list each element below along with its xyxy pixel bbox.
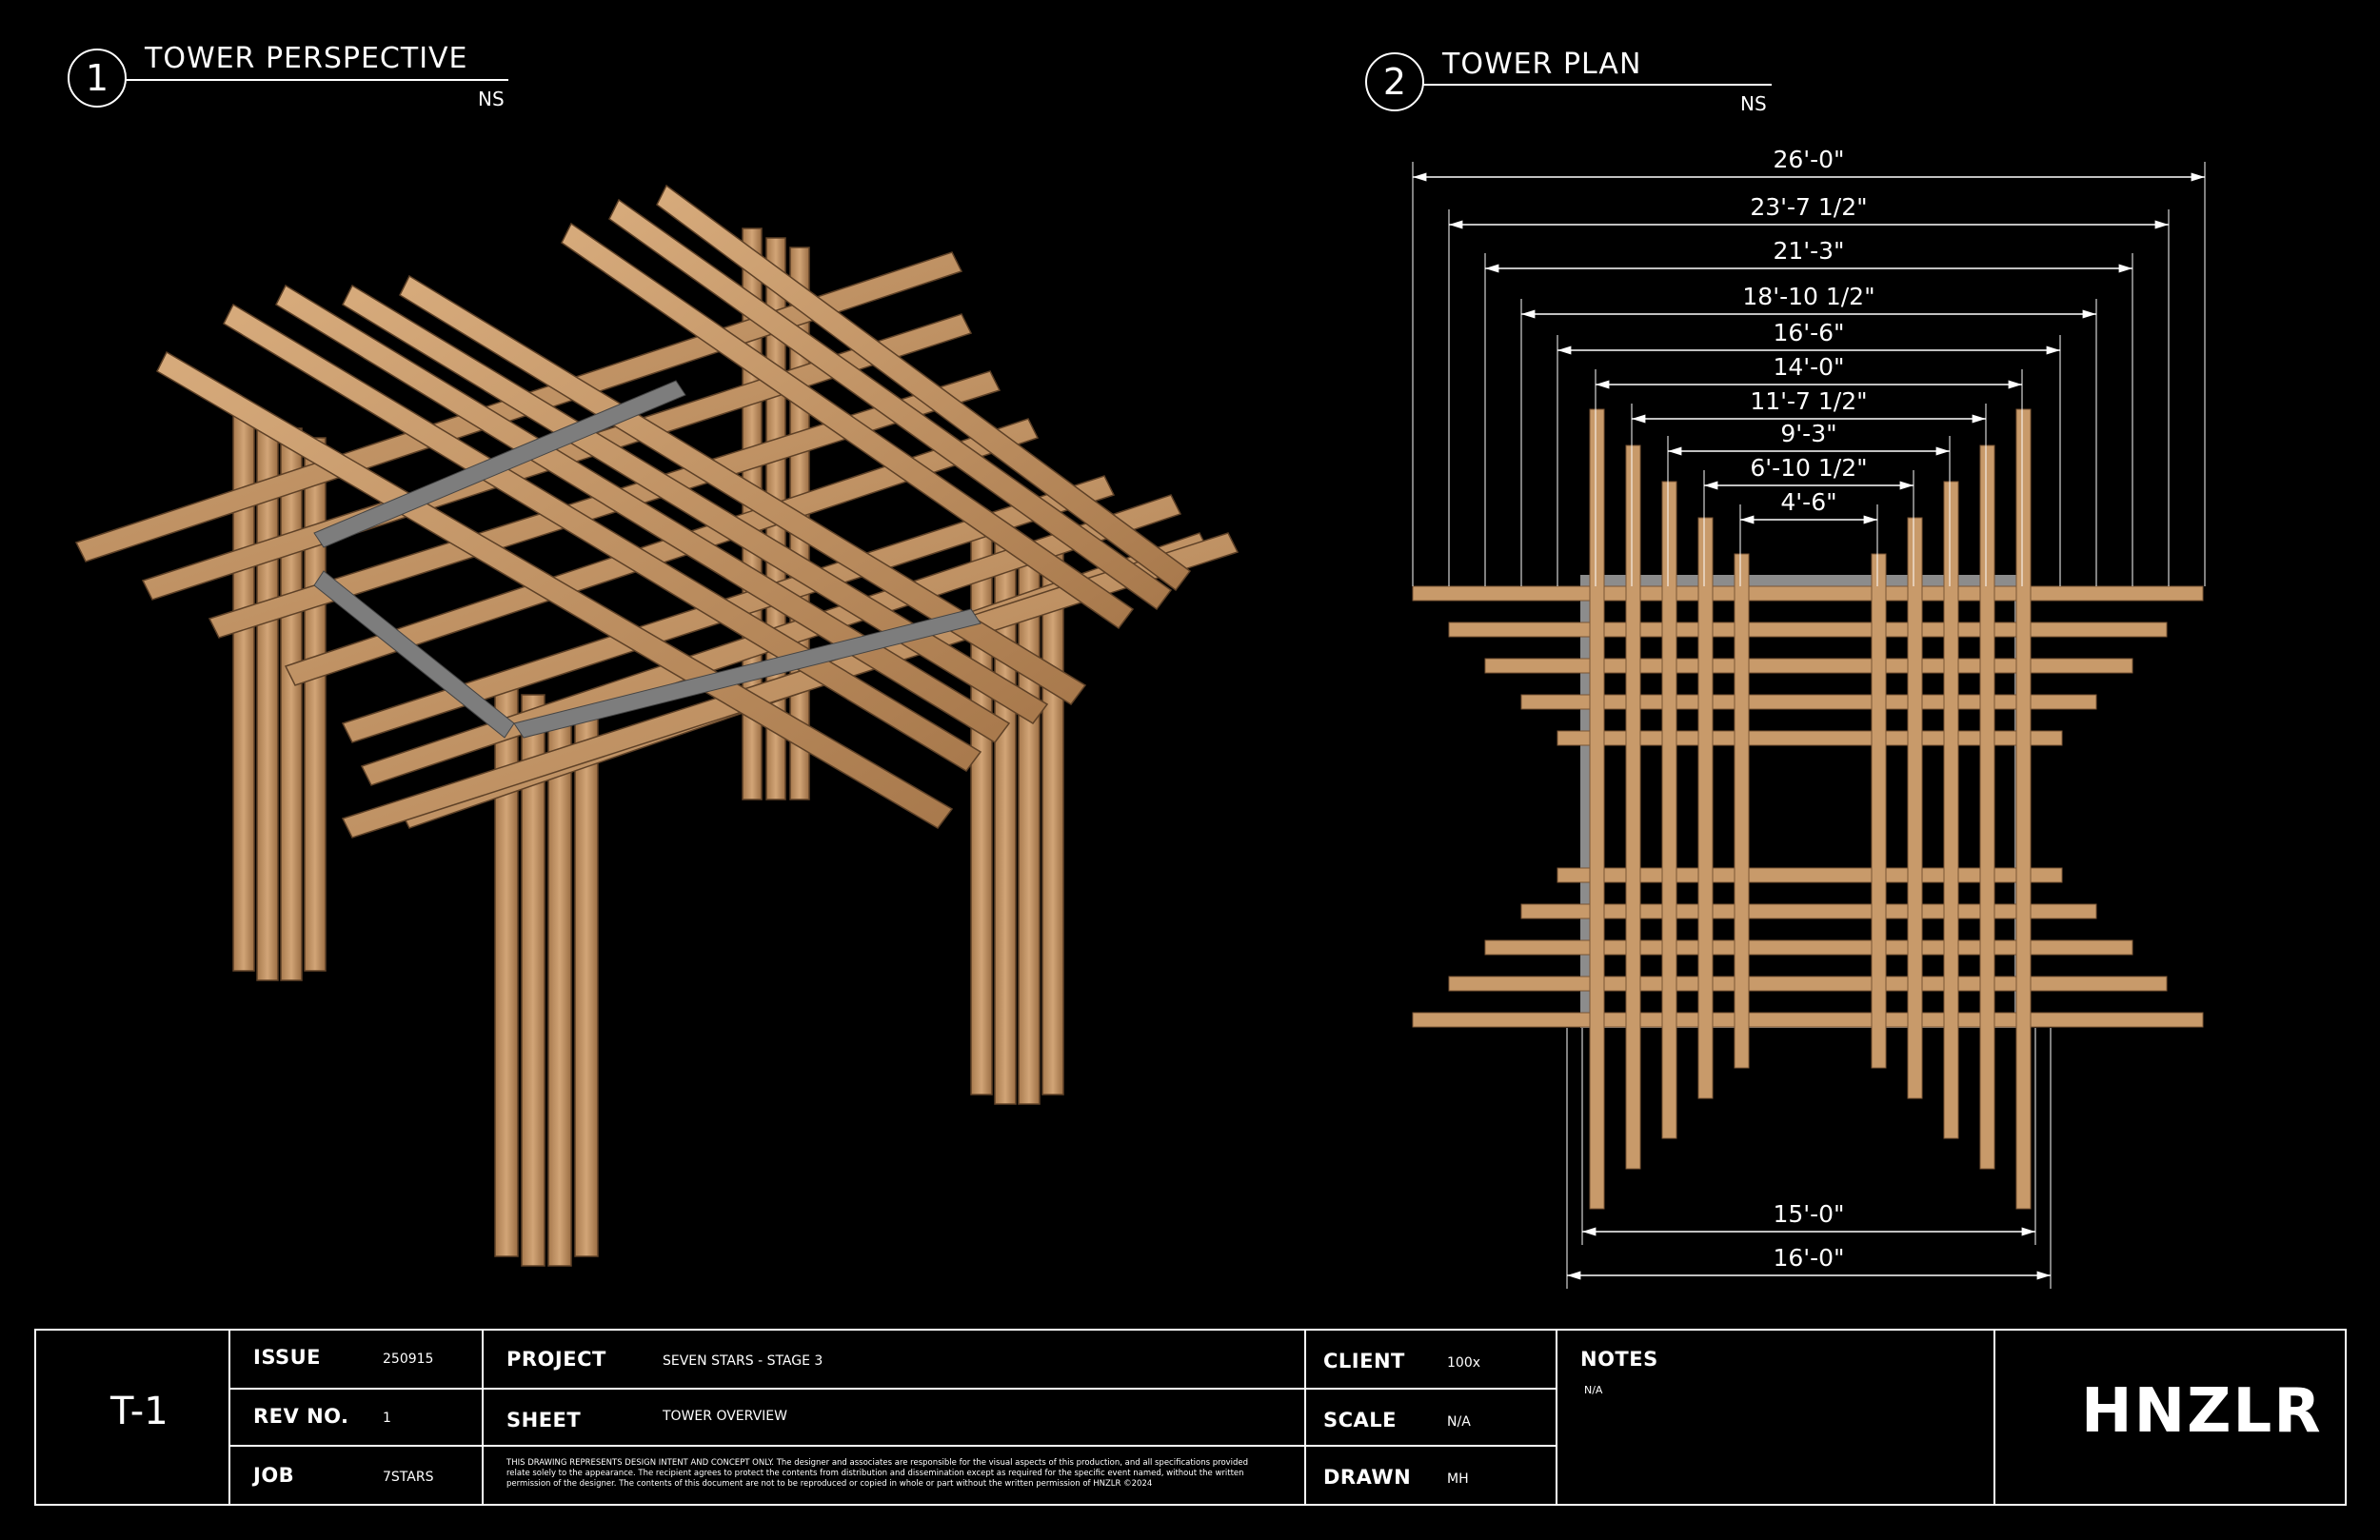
title-block-issue-column bbox=[230, 1331, 484, 1504]
notes-value: N/A bbox=[1584, 1384, 1603, 1396]
view-1-number-circle: 1 bbox=[68, 49, 127, 108]
sheet-label: SHEET bbox=[506, 1409, 582, 1431]
client-label: CLIENT bbox=[1323, 1350, 1405, 1372]
view-2-number-circle: 2 bbox=[1365, 52, 1424, 111]
view-2-number: 2 bbox=[1382, 61, 1407, 103]
rev-label: REV NO. bbox=[253, 1405, 349, 1428]
drawn-value: MH bbox=[1447, 1471, 1469, 1487]
plan-dimension-label: 15'-0" bbox=[1773, 1200, 1844, 1228]
plan-dimension-label: 18'-10 1/2" bbox=[1742, 283, 1874, 310]
view-1-number: 1 bbox=[85, 57, 109, 99]
title-block-notes-column bbox=[1557, 1331, 1995, 1504]
issue-value: 250915 bbox=[383, 1352, 434, 1367]
plan-dimension-label: 16'-6" bbox=[1773, 319, 1844, 346]
job-value: 7STARS bbox=[383, 1470, 434, 1485]
notes-label: NOTES bbox=[1580, 1348, 1658, 1371]
title-block-project-column bbox=[484, 1331, 1306, 1504]
hnzlr-logo: HNZLR bbox=[2081, 1376, 2323, 1447]
client-value: 100x bbox=[1447, 1355, 1481, 1371]
view-2-scale: NS bbox=[1740, 92, 1767, 115]
rev-value: 1 bbox=[383, 1411, 391, 1426]
title-block-sheet-cell bbox=[36, 1331, 230, 1504]
view-2-title: TOWER PLAN bbox=[1442, 48, 1642, 81]
rev-row-divider bbox=[230, 1445, 484, 1447]
project-value: SEVEN STARS - STAGE 3 bbox=[663, 1353, 823, 1369]
plan-dimension-label: 9'-3" bbox=[1780, 420, 1836, 447]
scale-value: N/A bbox=[1447, 1414, 1471, 1430]
sheet-row-divider bbox=[484, 1445, 1306, 1447]
disclaimer-text: THIS DRAWING REPRESENTS DESIGN INTENT AN… bbox=[506, 1458, 1249, 1489]
client-row-divider bbox=[1306, 1388, 1557, 1390]
title-block-client-column bbox=[1306, 1331, 1557, 1504]
plan-dimension-label: 4'-6" bbox=[1780, 488, 1836, 516]
plan-dimension-label: 21'-3" bbox=[1773, 237, 1844, 265]
perspective-steel-frame bbox=[313, 380, 982, 739]
plan-dimension-label: 11'-7 1/2" bbox=[1750, 387, 1867, 415]
plan-dimension-label: 14'-0" bbox=[1773, 353, 1844, 381]
plan-dimension-label: 16'-0" bbox=[1773, 1244, 1844, 1272]
view-1-scale: NS bbox=[478, 88, 505, 110]
issue-label: ISSUE bbox=[253, 1346, 322, 1369]
job-label: JOB bbox=[253, 1464, 295, 1487]
title-block: T-1 ISSUE 250915 REV NO. 1 JOB 7STARS PR… bbox=[34, 1329, 2347, 1506]
plan-horizontal-beams bbox=[1412, 585, 2204, 1028]
scale-label: SCALE bbox=[1323, 1409, 1398, 1431]
plan-dimension-label: 23'-7 1/2" bbox=[1750, 193, 1867, 221]
scale-row-divider bbox=[1306, 1445, 1557, 1447]
project-label: PROJECT bbox=[506, 1348, 606, 1371]
sheet-number: T-1 bbox=[110, 1390, 169, 1433]
plan-dimension-label: 6'-10 1/2" bbox=[1750, 454, 1867, 482]
view-1-title: TOWER PERSPECTIVE bbox=[145, 42, 468, 75]
view-2-title-underline bbox=[1423, 84, 1772, 86]
project-row-divider bbox=[484, 1388, 1306, 1390]
plan-dimension-label: 26'-0" bbox=[1773, 146, 1844, 173]
view-1-title-underline bbox=[126, 79, 508, 81]
plan-vertical-beams bbox=[1589, 408, 2032, 1210]
drawn-label: DRAWN bbox=[1323, 1466, 1412, 1489]
issue-row-divider bbox=[230, 1388, 484, 1390]
sheet-value: TOWER OVERVIEW bbox=[663, 1409, 787, 1424]
